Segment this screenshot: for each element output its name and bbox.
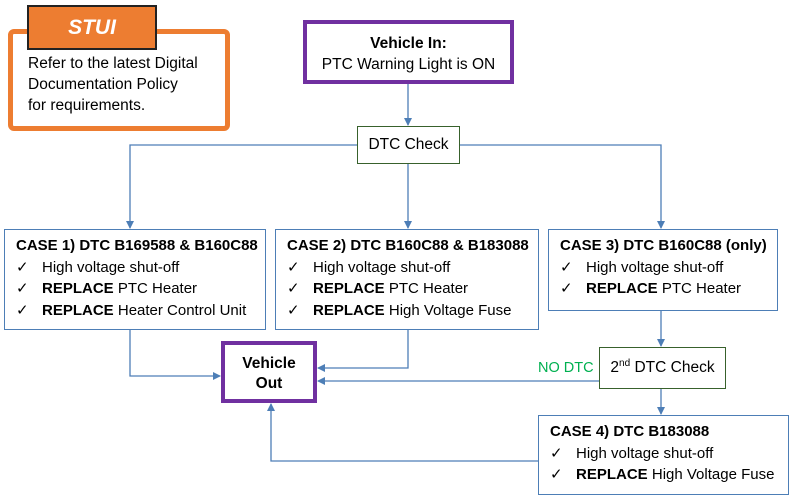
case4-box: CASE 4) DTC B183088 ✓High voltage shut-o… (538, 415, 789, 495)
check-icon: ✓ (16, 301, 29, 319)
vehicle-in-title: Vehicle In: (370, 35, 447, 52)
case2-item: ✓High voltage shut-off (287, 257, 538, 279)
check-icon: ✓ (550, 444, 563, 462)
case2-box: CASE 2) DTC B160C88 & B183088 ✓High volt… (275, 229, 539, 330)
arrow-dtc-check-to-case1 (126, 144, 357, 229)
vehicle-out-box: Vehicle Out (221, 341, 317, 403)
vehicle-out-line: Out (255, 375, 283, 392)
case2-item: ✓REPLACE High Voltage Fuse (287, 300, 538, 322)
check-icon: ✓ (287, 280, 300, 297)
check-icon: ✓ (16, 258, 29, 276)
check-icon: ✓ (16, 280, 29, 297)
case1-box: CASE 1) DTC B169588 & B160C88 ✓High volt… (4, 229, 266, 330)
case1-title: CASE 1) DTC B169588 & B160C88 (16, 237, 258, 254)
vehicle-out-line: Vehicle (242, 355, 296, 372)
arrow-case2-to-vehicle-out (317, 330, 409, 372)
stui-line: for requirements. (28, 97, 146, 114)
arrow-case1-to-vehicle-out (129, 330, 221, 380)
no-dtc-label: NO DTC (538, 360, 594, 376)
vehicle-in-box: Vehicle In: PTC Warning Light is ON (303, 20, 514, 84)
check-icon: ✓ (560, 280, 573, 297)
case1-item: ✓High voltage shut-off (16, 257, 265, 279)
stui-tab: STUI (27, 5, 157, 50)
case4-item: ✓REPLACE High Voltage Fuse (550, 464, 788, 486)
case3-item: ✓REPLACE PTC Heater (560, 278, 777, 300)
arrow-case4-to-vehicle-out (267, 403, 538, 462)
case3-box: CASE 3) DTC B160C88 (only) ✓High voltage… (548, 229, 778, 311)
stui-note: Refer to the latest Digital Documentatio… (28, 53, 224, 116)
case2-title: CASE 2) DTC B160C88 & B183088 (287, 237, 529, 254)
case1-item: ✓REPLACE PTC Heater (16, 278, 265, 300)
stui-line: Refer to the latest Digital (28, 55, 198, 72)
case4-title: CASE 4) DTC B183088 (550, 423, 710, 440)
check-icon: ✓ (287, 301, 300, 319)
second-dtc-check-box: 2nd DTC Check (599, 347, 726, 389)
check-icon: ✓ (560, 258, 573, 276)
check-icon: ✓ (287, 258, 300, 276)
case3-item: ✓High voltage shut-off (560, 257, 777, 279)
stui-line: Documentation Policy (28, 76, 178, 93)
vehicle-in-subtitle: PTC Warning Light is ON (321, 56, 496, 73)
check-icon: ✓ (550, 466, 563, 483)
dtc-check-box: DTC Check (357, 126, 460, 164)
case1-item: ✓REPLACE Heater Control Unit (16, 300, 265, 322)
case4-item: ✓High voltage shut-off (550, 443, 788, 465)
case3-title: CASE 3) DTC B160C88 (only) (560, 237, 767, 254)
case2-item: ✓REPLACE PTC Heater (287, 278, 538, 300)
arrow-dtc-check-to-case3 (460, 144, 665, 229)
